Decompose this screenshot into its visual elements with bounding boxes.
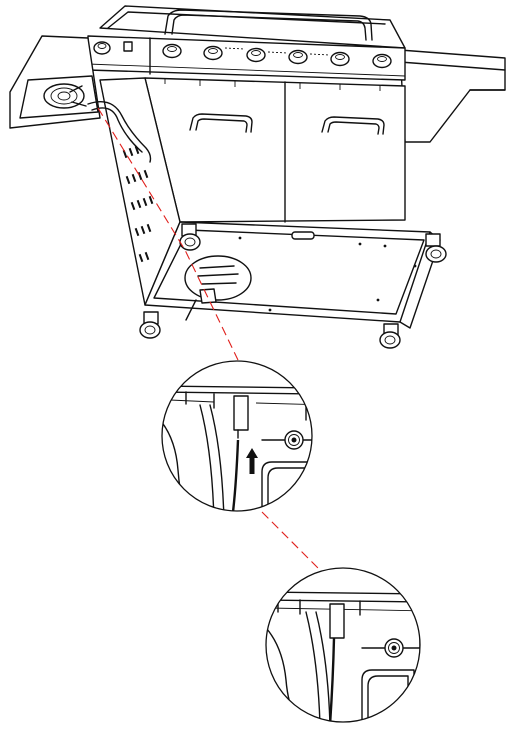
up-arrow-icon	[246, 448, 258, 474]
knob	[372, 53, 392, 69]
vent-slots	[122, 145, 154, 263]
knob	[93, 41, 111, 55]
knob	[246, 47, 266, 63]
leader-line	[261, 511, 319, 569]
cabinet-doors	[144, 77, 406, 223]
right-side-shelf	[399, 49, 506, 143]
knob	[162, 43, 182, 59]
knob	[330, 51, 350, 67]
cabinet-base	[144, 221, 441, 329]
caster-wheel	[139, 311, 161, 339]
knob	[203, 45, 223, 61]
caster-wheel	[379, 323, 401, 349]
grill-overview	[9, 5, 506, 349]
detail-view-hose-insertion	[161, 360, 313, 512]
detail-view-hose-installed	[265, 567, 421, 723]
caster-wheel	[425, 233, 447, 263]
grill-lid	[99, 5, 406, 49]
side-burner-shelf	[9, 35, 101, 129]
hose-clip-icon	[199, 288, 217, 304]
igniter-button	[123, 41, 133, 52]
casters	[139, 223, 447, 349]
tank-base-plate	[184, 255, 252, 301]
control-knobs	[93, 41, 392, 69]
knob	[288, 49, 308, 65]
